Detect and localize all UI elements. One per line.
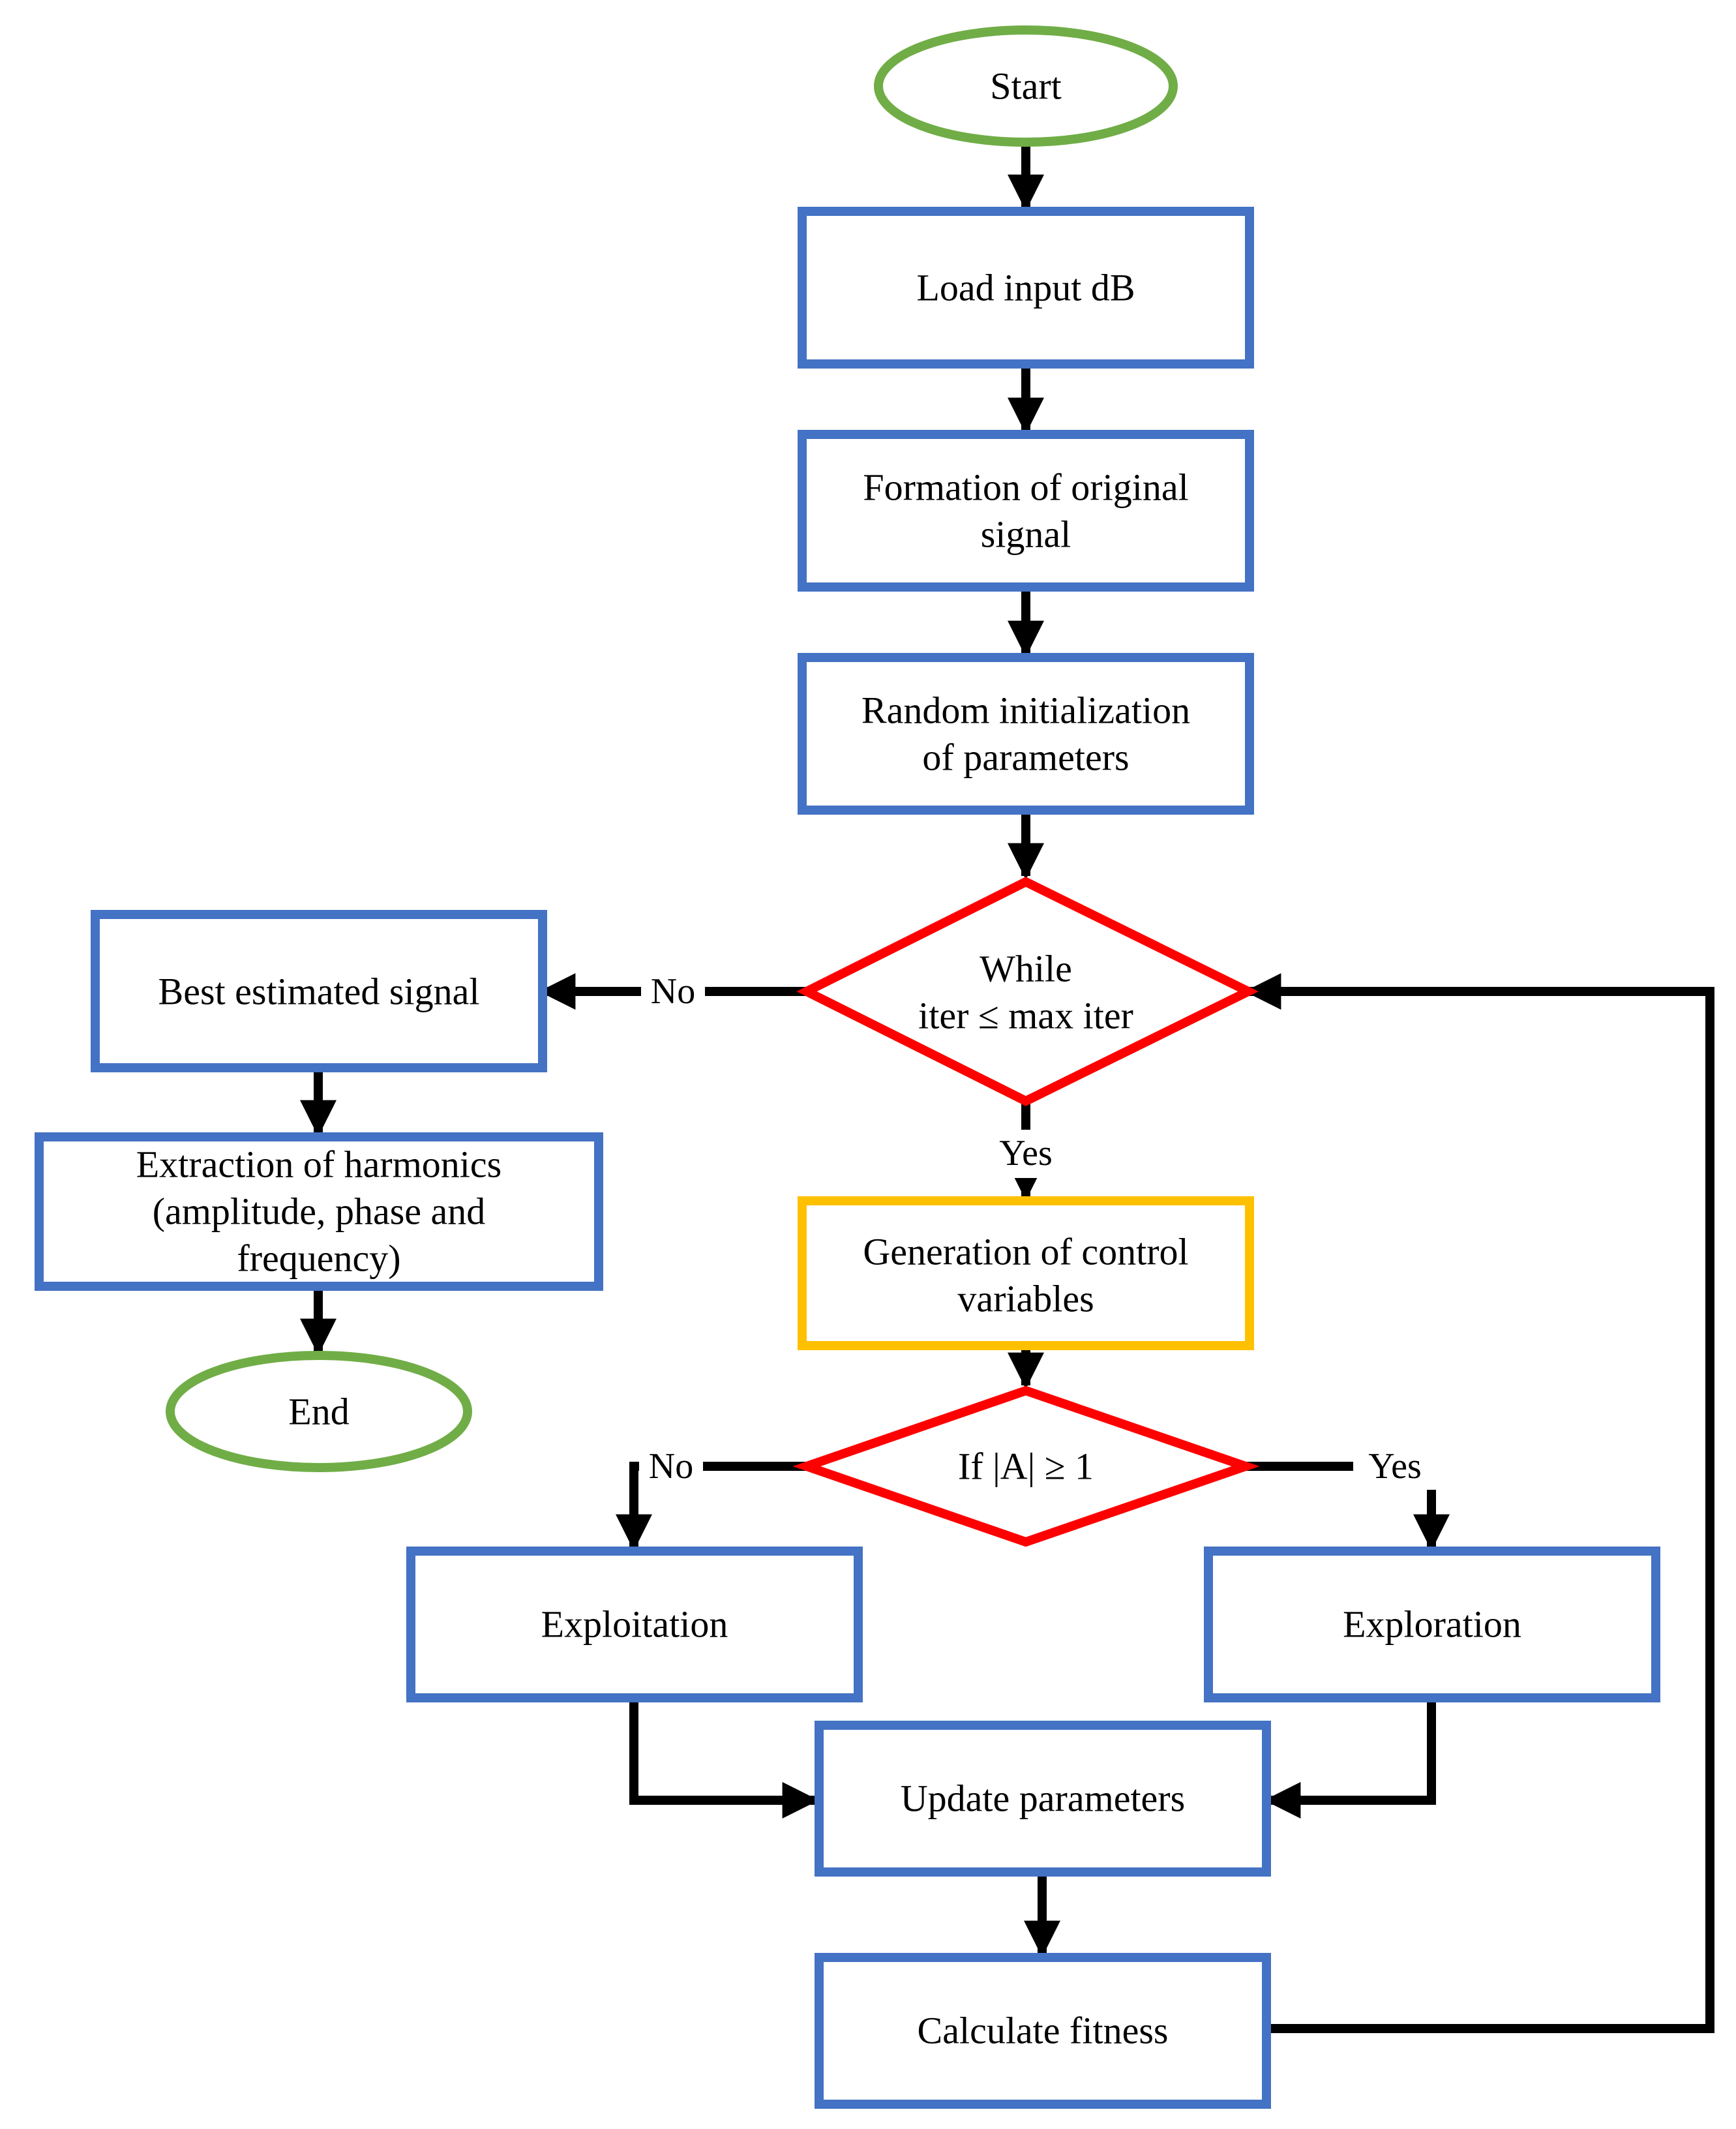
while-label-line1: While — [980, 948, 1072, 990]
update-label: Update parameters — [901, 1777, 1185, 1820]
if-condition-label: If |A| ≥ 1 — [958, 1445, 1094, 1488]
extraction-label-line3: frequency) — [237, 1237, 400, 1280]
formation-node: Formation of original signal — [798, 430, 1254, 592]
while-yes-label: Yes — [999, 1133, 1052, 1173]
start-node: Start — [874, 25, 1178, 147]
end-label: End — [288, 1391, 349, 1433]
exploration-label: Exploration — [1343, 1603, 1521, 1646]
extraction-node: Extraction of harmonics (amplitude, phas… — [35, 1132, 603, 1291]
best-signal-label: Best estimated signal — [158, 971, 480, 1013]
if-decision-diamond — [792, 1385, 1260, 1547]
while-no-label-bg — [641, 967, 705, 1015]
extraction-box — [35, 1132, 603, 1291]
if-yes-label: Yes — [1368, 1446, 1421, 1487]
update-box — [815, 1721, 1271, 1877]
random-init-label-line2: of parameters — [922, 736, 1129, 779]
load-input-label: Load input dB — [916, 267, 1135, 309]
start-label: Start — [990, 65, 1062, 108]
best-signal-node: Best estimated signal — [91, 910, 547, 1072]
arrow-fitness-loop-to-while — [1244, 973, 1714, 2033]
while-label-line2: iter ≤ max iter — [918, 995, 1133, 1037]
if-decision-node: If |A| ≥ 1 — [792, 1385, 1260, 1547]
while-yes-label-bg — [983, 1130, 1068, 1178]
update-node: Update parameters — [815, 1721, 1271, 1877]
best-signal-box — [91, 910, 547, 1072]
if-yes-label-bg — [1353, 1443, 1437, 1490]
random-init-label-line1: Random initialization — [861, 689, 1190, 732]
exploitation-box — [406, 1547, 863, 1702]
end-terminal — [166, 1351, 472, 1472]
exploration-node: Exploration — [1204, 1547, 1660, 1702]
fitness-node: Calculate fitness — [815, 1953, 1271, 2109]
random-init-node: Random initialization of parameters — [798, 653, 1254, 815]
while-no-label: No — [651, 971, 695, 1012]
fitness-label: Calculate fitness — [918, 2010, 1169, 2052]
extraction-label-line2: (amplitude, phase and — [153, 1190, 486, 1233]
random-init-box — [798, 653, 1254, 815]
formation-label-line2: signal — [981, 513, 1071, 556]
generation-node: Generation of control variables — [798, 1196, 1254, 1350]
if-no-label: No — [649, 1446, 693, 1487]
exploration-box — [1204, 1547, 1660, 1702]
while-decision-diamond — [796, 877, 1259, 1106]
generation-box — [798, 1196, 1254, 1350]
formation-label-line1: Formation of original — [863, 466, 1188, 509]
arrow-if-no-to-exploitation — [616, 1462, 807, 1551]
generation-label-line2: variables — [957, 1278, 1094, 1320]
if-no-label-bg — [639, 1443, 703, 1490]
while-decision-node: While iter ≤ max iter — [796, 877, 1259, 1106]
load-input-box — [798, 207, 1254, 369]
start-terminal — [874, 25, 1178, 147]
exploitation-node: Exploitation — [406, 1547, 863, 1702]
formation-box — [798, 430, 1254, 592]
fitness-box — [815, 1953, 1271, 2109]
generation-label-line1: Generation of control — [863, 1231, 1188, 1273]
arrow-exploitation-to-update — [629, 1698, 819, 1819]
load-input-node: Load input dB — [798, 207, 1254, 369]
extraction-label-line1: Extraction of harmonics — [136, 1143, 502, 1186]
arrow-exploration-to-update — [1264, 1698, 1436, 1819]
end-node: End — [166, 1351, 472, 1472]
exploitation-label: Exploitation — [541, 1603, 728, 1646]
